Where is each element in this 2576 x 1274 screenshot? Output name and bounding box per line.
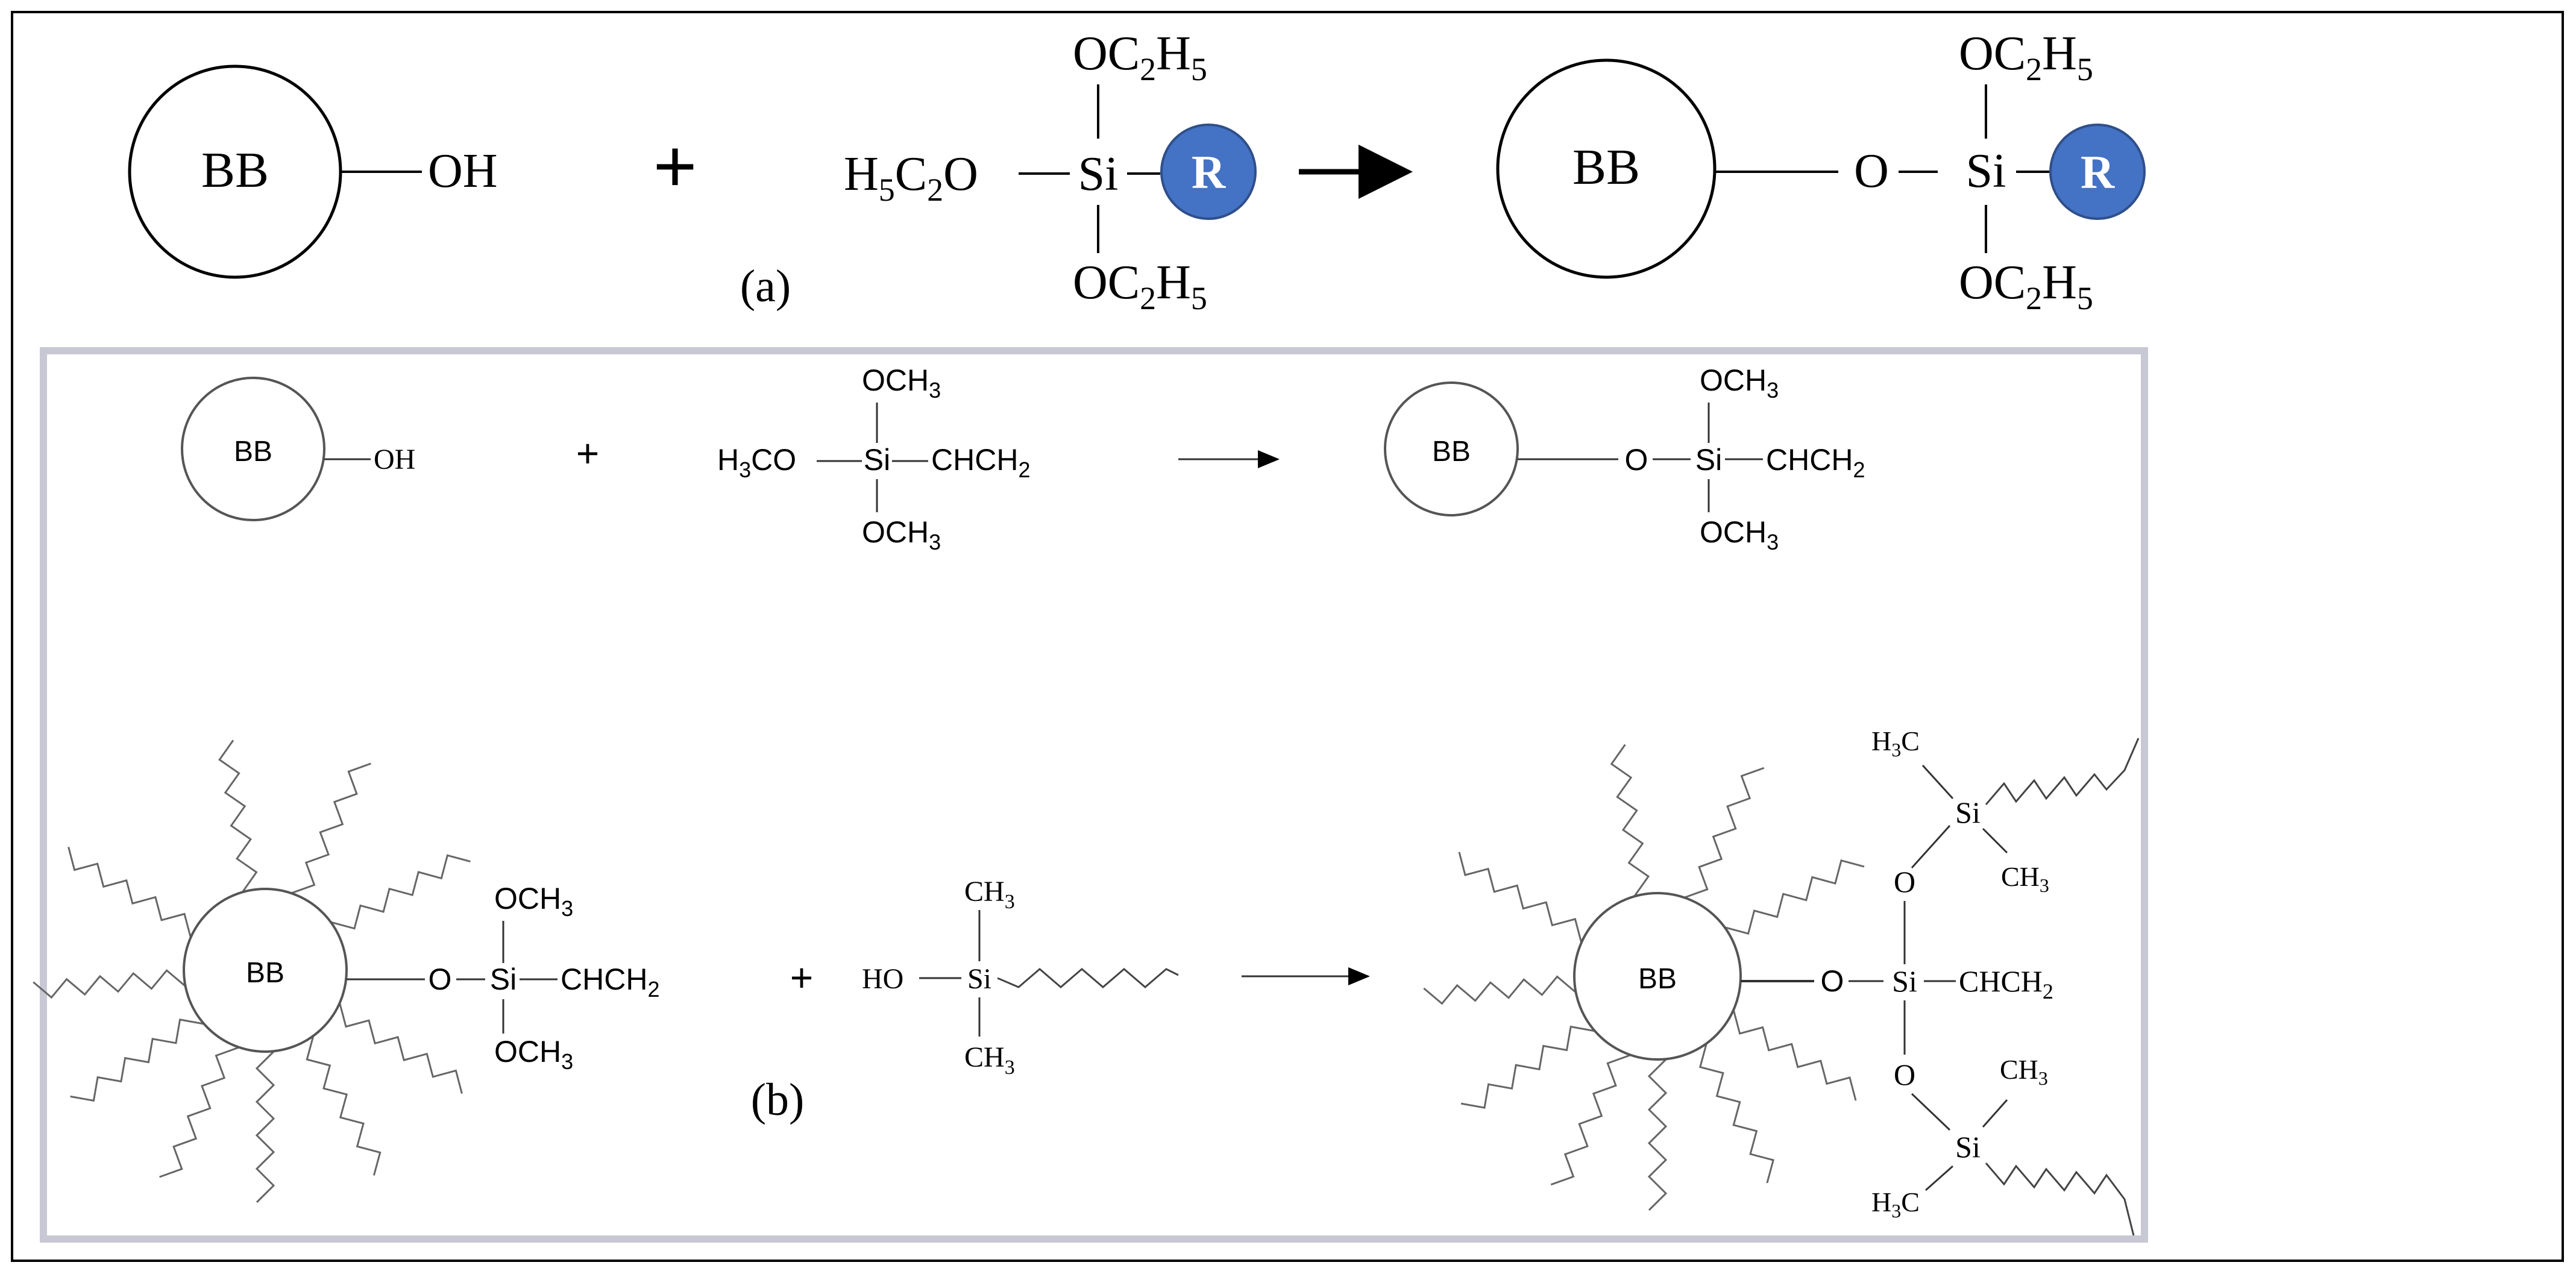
alkyl-chain xyxy=(1647,1058,1668,1211)
r-group-label: R xyxy=(2081,146,2116,198)
bead-b2-product xyxy=(1573,892,1742,1061)
bead-label: BB xyxy=(201,142,269,198)
silicon-atom: Si xyxy=(967,963,991,995)
bead-b1-product xyxy=(1384,381,1519,516)
lower-methyl-left: H3C xyxy=(1871,1187,1920,1222)
alkyl-chain xyxy=(1725,859,1865,935)
alkyl-chain xyxy=(33,969,186,999)
product-top-group: OC2H5 xyxy=(1959,27,2093,87)
silanol-bottom: CH3 xyxy=(964,1041,1015,1079)
alkyl-chain xyxy=(255,1050,275,1203)
silane-bottom-group: OC2H5 xyxy=(1073,256,1207,316)
alkyl-chain xyxy=(1733,1010,1857,1101)
r-group-label: R xyxy=(1192,146,1227,198)
bead-label: BB xyxy=(1572,139,1640,195)
silicon-atom: Si xyxy=(1892,964,1917,998)
alkyl-chain xyxy=(1423,975,1576,1005)
alkyl-chain xyxy=(997,968,1179,988)
oxygen-atom: O xyxy=(1894,865,1915,899)
product-bottom: OCH3 xyxy=(1700,515,1779,554)
silane-left-group: H5C2O xyxy=(844,148,978,208)
alkyl-chain xyxy=(1985,738,2140,805)
reagent-right: CHCH2 xyxy=(931,443,1030,482)
silicon-atom: Si xyxy=(1078,148,1119,201)
reagent-top: OCH3 xyxy=(862,363,941,403)
alkyl-chains xyxy=(1423,744,1865,1211)
panel-a: BB OH + OC2H5 H5C2O Si R OC2H5 (a) BB O xyxy=(128,27,2146,316)
alkyl-chain xyxy=(331,854,471,930)
bead-label: BB xyxy=(234,436,272,468)
silanol-top: CH3 xyxy=(964,876,1015,913)
bond xyxy=(1982,1099,2008,1128)
bond xyxy=(1911,1093,1951,1131)
alkyl-chain xyxy=(1985,1163,2135,1236)
panel-a-label: (a) xyxy=(740,261,791,312)
product-top: OCH3 xyxy=(1700,363,1779,403)
oxygen-atom: O xyxy=(1625,443,1648,477)
silicon-atom: Si xyxy=(1955,795,1981,829)
bead-label: BB xyxy=(1638,963,1677,995)
bead-b1-reactant xyxy=(181,377,325,521)
silicon-atom: Si xyxy=(1966,145,2006,198)
bead-b2-reactant xyxy=(183,888,348,1053)
upper-methyl-left: H3C xyxy=(1871,726,1920,761)
hydroxyl-group: OH xyxy=(428,145,498,198)
alkyl-chain xyxy=(306,1036,382,1176)
bead-label: BB xyxy=(1432,436,1471,468)
alkyl-chain xyxy=(1685,767,1765,899)
reagent-left: H3CO xyxy=(717,443,796,482)
plus-sign: + xyxy=(790,955,814,1000)
panel-b-label: (b) xyxy=(751,1075,805,1125)
product-bottom-group: OC2H5 xyxy=(1959,256,2093,316)
hydroxyl-group: HO xyxy=(862,963,903,995)
alkyl-chain xyxy=(1550,1054,1630,1186)
bead-label: BB xyxy=(246,957,284,989)
reagent-bottom: OCH3 xyxy=(862,515,941,554)
reactant-bottom: OCH3 xyxy=(494,1035,573,1074)
oxygen-atom: O xyxy=(1894,1058,1915,1091)
silicon-atom: Si xyxy=(864,443,890,477)
panel-b-row2: BB O OCH3 Si CHCH2 OCH3 + CH3 HO Si CH3 … xyxy=(33,726,2140,1236)
bond xyxy=(1982,827,2008,854)
product-right: CHCH2 xyxy=(1766,443,1865,482)
alkyl-chain xyxy=(68,847,192,937)
bond xyxy=(1925,1165,1953,1191)
alkyl-chain xyxy=(159,1046,239,1178)
hydroxyl-group: OH xyxy=(374,444,415,475)
panel-b-row1: BB OH + OCH3 H3CO Si CHCH2 OCH3 BB O OCH… xyxy=(181,363,1865,554)
panel-b-frame xyxy=(40,347,2148,1243)
product-right: CHCH2 xyxy=(1959,964,2053,1003)
alkyl-chain xyxy=(70,1018,204,1102)
reactant-right: CHCH2 xyxy=(561,962,659,1002)
bond xyxy=(1921,764,1954,800)
upper-methyl-right: CH3 xyxy=(2001,861,2049,896)
lower-methyl-top: CH3 xyxy=(2000,1054,2048,1089)
alkyl-chain xyxy=(291,762,371,894)
alkyl-chain xyxy=(1458,852,1582,943)
silicon-atom: Si xyxy=(1695,443,1722,477)
oxygen-atom: O xyxy=(1821,964,1844,998)
oxygen-atom: O xyxy=(1854,145,1889,198)
alkyl-chain xyxy=(1610,744,1650,897)
bead-a-product xyxy=(1496,58,1717,279)
outer-frame xyxy=(11,11,2564,1262)
oxygen-atom: O xyxy=(429,962,452,996)
plus-sign: + xyxy=(653,124,697,210)
plus-sign: + xyxy=(576,431,600,475)
silicon-atom: Si xyxy=(1955,1130,1981,1164)
alkyl-chain xyxy=(1460,1025,1595,1109)
silane-top-group: OC2H5 xyxy=(1073,27,1207,87)
alkyl-chain xyxy=(1698,1044,1775,1184)
r-group-badge xyxy=(1160,124,1257,220)
r-group-badge xyxy=(2049,124,2146,220)
alkyl-chain xyxy=(339,1003,463,1094)
alkyl-chains xyxy=(33,739,471,1203)
silicon-atom: Si xyxy=(490,962,517,996)
alkyl-chain xyxy=(218,739,258,893)
bond xyxy=(1911,824,1951,869)
reactant-top: OCH3 xyxy=(494,882,573,921)
